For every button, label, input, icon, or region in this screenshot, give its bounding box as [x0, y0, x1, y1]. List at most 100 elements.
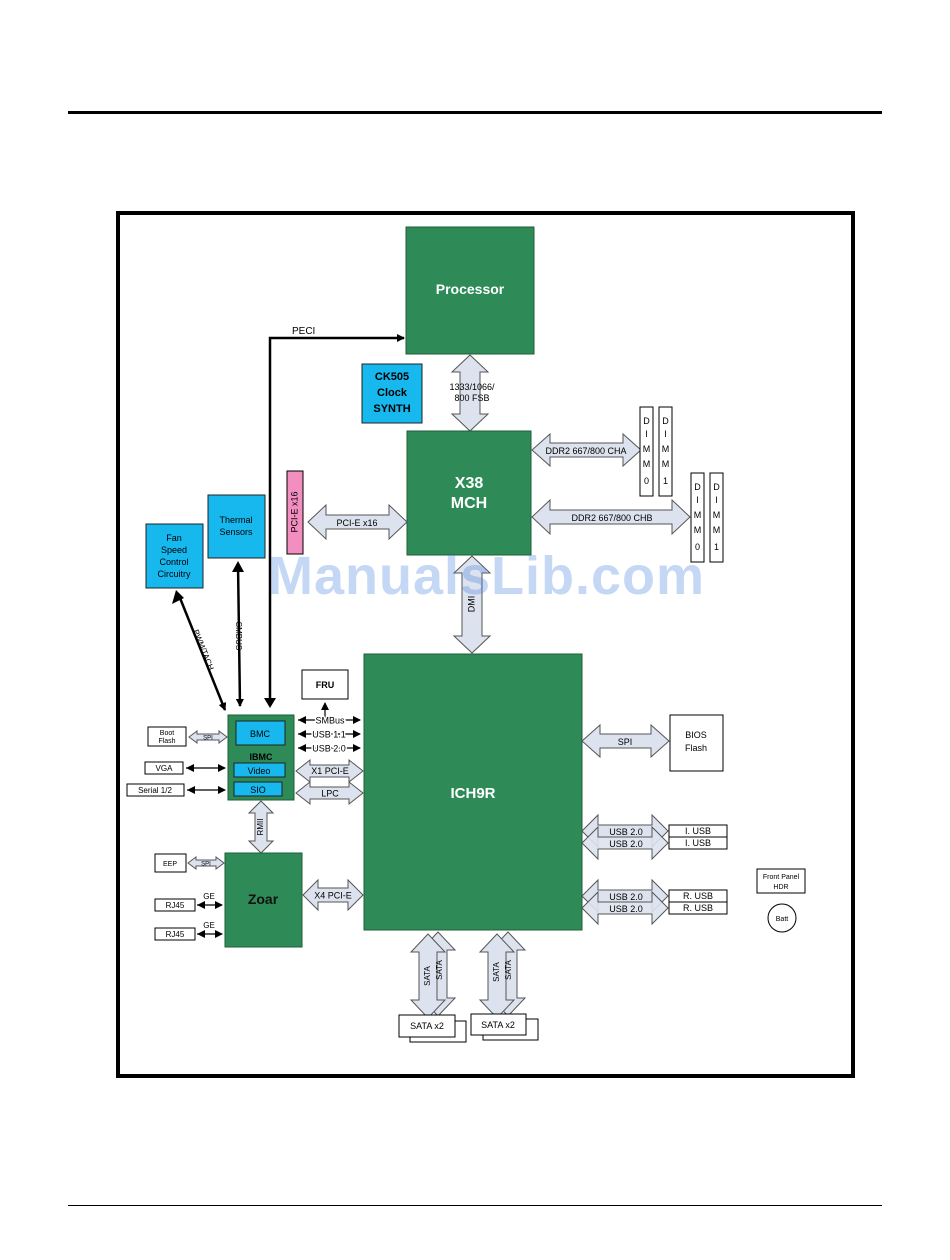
sata-b-label-2: SATA [504, 959, 513, 979]
pwm-tach-arrowhead-up [172, 590, 184, 604]
fan-line3: Control [159, 557, 188, 567]
video-block [233, 762, 286, 778]
video-label: Video [248, 766, 271, 776]
mch-block [406, 430, 532, 556]
spi-eep-label: SPI [201, 862, 211, 868]
watermark-text: ManualsLib.com [268, 546, 706, 606]
pcie-x16-arrow [307, 503, 408, 541]
usb-r1-label: USB 2.0 [609, 892, 643, 902]
usb11-label: USB 1.1 [312, 730, 346, 740]
zoar-block [224, 852, 303, 948]
fru-label: FRU [316, 680, 335, 690]
fan-control-block [145, 523, 204, 589]
x1-pcie-arrow [295, 758, 364, 784]
dimm-b0-l1: D [694, 482, 701, 492]
rmii-label: RMII [256, 819, 265, 836]
dimm-b1-l1: D [713, 482, 720, 492]
usb11-arrowhead-left [298, 730, 306, 738]
x1-pcie-label: X1 PCI-E [311, 766, 349, 776]
ck505-line1: CK505 [375, 371, 409, 383]
dimm-a1-l4: M [662, 459, 670, 469]
dimm-a0-l2: I [645, 429, 648, 439]
front-panel-line2: HDR [773, 884, 788, 891]
smbus-label: SMBus [315, 716, 345, 726]
rj45-box-1 [154, 898, 196, 912]
pcie-x16-slot [286, 470, 304, 555]
usb-r2-label: USB 2.0 [609, 904, 643, 914]
boot-flash-block [147, 726, 187, 747]
sata-box-1 [398, 1014, 456, 1038]
dimm-b1-l4: M [713, 525, 721, 535]
fsb-label-1: 1333/1066/ [449, 382, 495, 392]
dimm-a1-l1: D [662, 416, 669, 426]
pcie-x16-label: PCI-E x16 [336, 518, 377, 528]
front-panel-box [756, 868, 806, 894]
dimm-a0-l1: D [643, 416, 650, 426]
dmi-arrow [452, 555, 492, 654]
front-panel-line1: Front Panel [763, 874, 800, 881]
ge1-label: GE [203, 892, 215, 901]
thermal-sensors-block [207, 494, 266, 559]
boot-flash-line2: Flash [158, 738, 175, 745]
serial-box [126, 783, 185, 797]
processor-label: Processor [436, 281, 505, 297]
r-usb-label-1: R. USB [683, 891, 713, 901]
bios-flash-line2: Flash [685, 743, 707, 753]
fru-box [301, 669, 349, 700]
ck505-block [361, 363, 423, 424]
ge1-arrowhead-left [197, 901, 205, 909]
dimm-a1-l3: M [662, 444, 670, 454]
dimm-b0-l2: I [696, 495, 699, 505]
dimm-a1-l2: I [664, 429, 667, 439]
x4-pcie-label: X4 PCI-E [314, 891, 352, 901]
ck505-line3: SYNTH [373, 403, 410, 415]
dimm-a0 [639, 406, 654, 497]
ich9r-block [363, 653, 583, 931]
boot-flash-line1: Boot [160, 730, 174, 737]
smbus-arrowhead-left [298, 716, 306, 724]
dimm-a1-num: 1 [663, 476, 668, 486]
i-usb-box-2 [668, 836, 728, 850]
eep-label: EEP [163, 861, 177, 868]
ck505-line2: Clock [377, 387, 408, 399]
eep-box [154, 853, 187, 873]
dmi-label: DMI [466, 596, 476, 613]
dimm-a0-l4: M [643, 459, 651, 469]
fan-line1: Fan [166, 533, 182, 543]
mch-label-1: X38 [455, 475, 484, 492]
spi-boot-arrow [188, 730, 228, 744]
serial-arrowhead-left [187, 786, 195, 794]
usb-r2-arrow [581, 890, 669, 926]
ge2-arrowhead-left [197, 930, 205, 938]
rj45-label-2: RJ45 [166, 930, 185, 939]
bios-flash-box [669, 714, 724, 772]
lpc-arrow [295, 780, 364, 806]
vga-arrowhead-left [186, 764, 194, 772]
bmc-label: BMC [250, 729, 271, 739]
ddr-chb-label: DDR2 667/800 CHB [571, 513, 652, 523]
sata-a-label-1: SATA [423, 965, 432, 985]
dimm-b1-l2: I [715, 495, 718, 505]
sio-label: SIO [250, 785, 266, 795]
sata-box-2 [470, 1013, 527, 1036]
ge2-label: GE [203, 921, 215, 930]
dimm-b1-l3: M [713, 510, 721, 520]
usb-i2-arrow [581, 825, 669, 861]
bios-flash-line1: BIOS [685, 730, 707, 740]
pwm-tach-label: PWM/TACH [191, 628, 216, 671]
sata-b-label-1: SATA [492, 961, 501, 981]
processor-block [405, 226, 535, 355]
ibmc-label: IBMC [250, 752, 273, 762]
dimm-a0-num: 0 [644, 476, 649, 486]
vga-box [144, 761, 184, 775]
peci-arrowhead-down [264, 698, 276, 708]
ddr-chb-arrow [531, 498, 691, 536]
r-usb-label-2: R. USB [683, 903, 713, 913]
dimm-b1 [709, 472, 724, 563]
spi-bios-arrow [581, 723, 670, 759]
i-usb-label-2: I. USB [685, 838, 711, 848]
rj45-box-2 [154, 927, 196, 941]
vga-label: VGA [156, 764, 174, 773]
dimm-b0-l3: M [694, 510, 702, 520]
